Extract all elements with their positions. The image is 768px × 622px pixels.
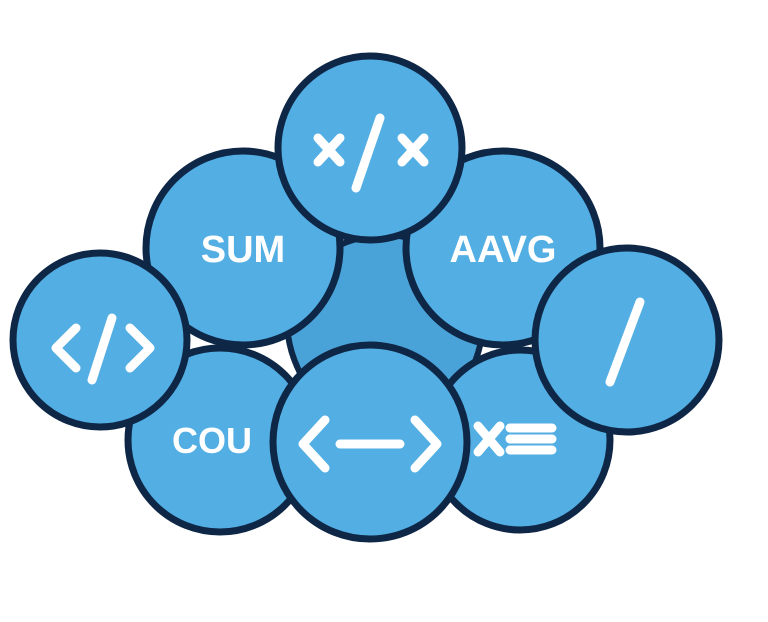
- multiply-list-icon: [473, 421, 557, 457]
- count-bubble: COU: [124, 344, 316, 536]
- arrow-bubble: [269, 341, 471, 543]
- double-arrow-icon: [298, 415, 442, 473]
- divide-x-icon: [313, 113, 429, 193]
- slash-icon: [605, 297, 645, 387]
- code-bubble: [9, 249, 191, 431]
- avg-label: AAVG: [450, 229, 557, 271]
- code-tag-icon: [51, 313, 155, 385]
- sum-label: SUM: [201, 229, 285, 271]
- divide-bubble: [274, 52, 466, 244]
- slash-bubble: [531, 244, 723, 436]
- count-label: COU: [172, 420, 252, 461]
